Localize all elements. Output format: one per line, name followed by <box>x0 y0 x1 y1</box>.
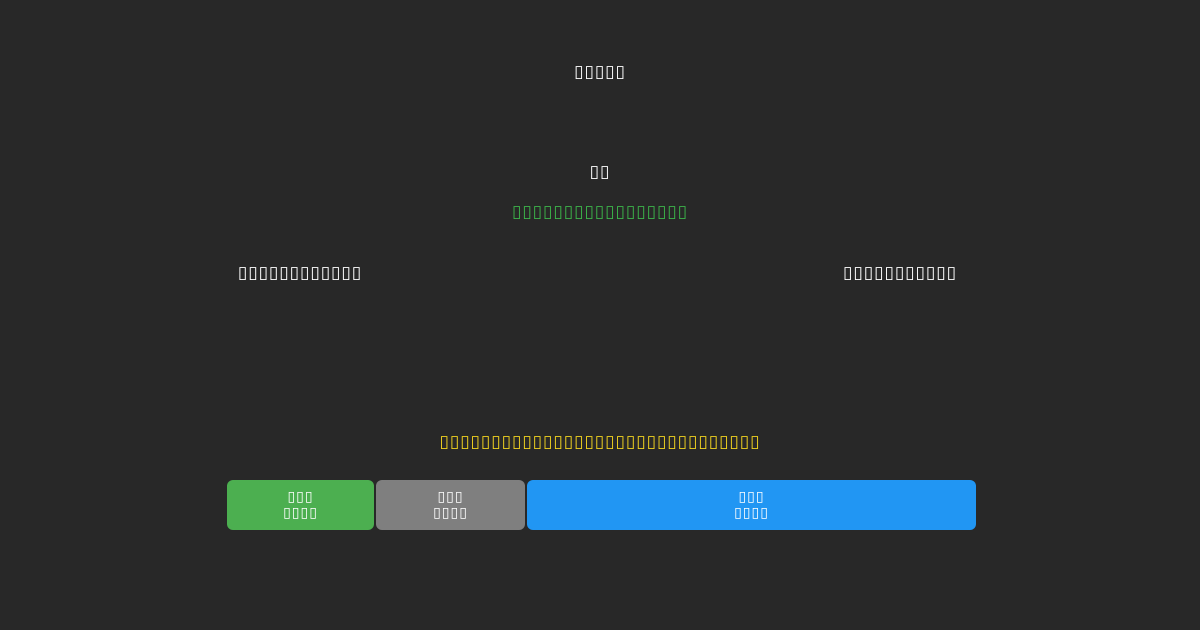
green-button-label-line1: ▯▯▯ <box>287 489 314 505</box>
subtitle: ▯▯ <box>589 162 611 182</box>
blue-button-label-line2: ▯▯▯▯ <box>734 505 769 521</box>
left-player-info: ▯▯▯▯▯▯▯▯▯▯▯▯ <box>237 263 363 283</box>
notice-message: ▯▯▯▯▯▯▯▯▯▯▯▯▯▯▯▯▯▯▯▯▯▯▯▯▯▯▯▯▯▯▯ <box>439 432 761 452</box>
gray-button-label-line1: ▯▯▯ <box>437 489 464 505</box>
status-message: ▯▯▯▯▯▯▯▯▯▯▯▯▯▯▯▯▯ <box>511 202 689 222</box>
page-title: ▯▯▯▯▯ <box>574 62 626 82</box>
blue-action-button[interactable]: ▯▯▯ ▯▯▯▯ <box>527 480 976 530</box>
right-player-info: ▯▯▯▯▯▯▯▯▯▯▯ <box>843 263 957 283</box>
action-button-row: ▯▯▯ ▯▯▯▯ ▯▯▯ ▯▯▯▯ ▯▯▯ ▯▯▯▯ <box>227 480 976 530</box>
blue-button-label-line1: ▯▯▯ <box>738 489 765 505</box>
gray-action-button[interactable]: ▯▯▯ ▯▯▯▯ <box>376 480 525 530</box>
green-action-button[interactable]: ▯▯▯ ▯▯▯▯ <box>227 480 374 530</box>
green-button-label-line2: ▯▯▯▯ <box>283 505 318 521</box>
gray-button-label-line2: ▯▯▯▯ <box>433 505 468 521</box>
